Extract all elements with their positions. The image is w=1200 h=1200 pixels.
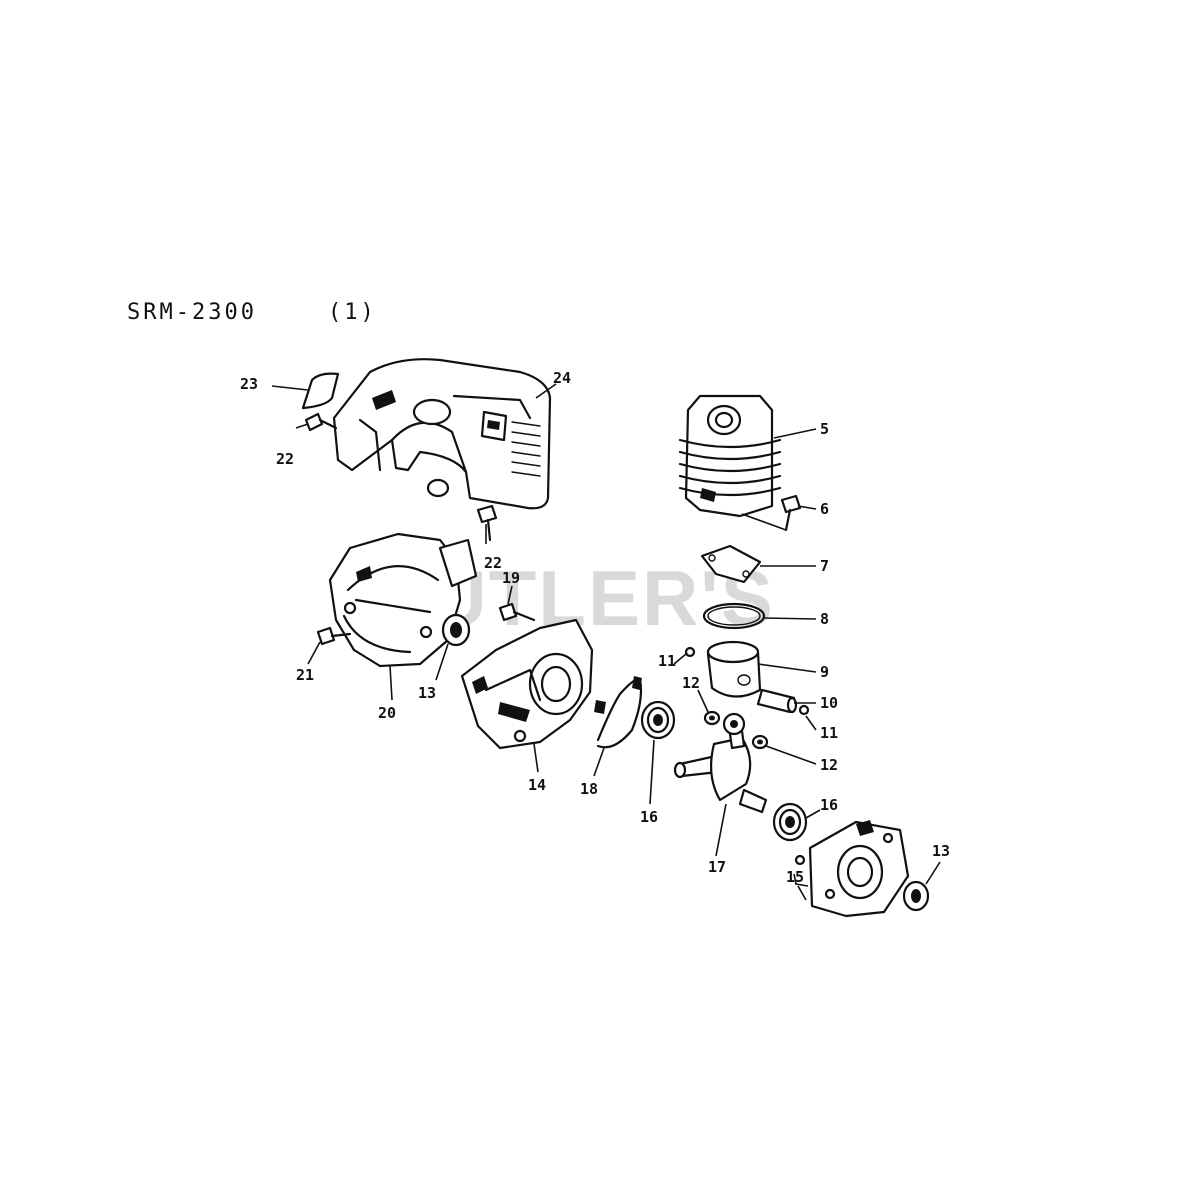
- part-21-screw: [316, 626, 352, 646]
- callout-12-right: 12: [820, 756, 838, 774]
- callout-11-lower: 11: [820, 724, 838, 742]
- page-indicator: (1): [328, 300, 377, 325]
- part-20-fan-housing: [328, 532, 478, 668]
- part-7-gasket: [700, 544, 762, 584]
- callout-8: 8: [820, 610, 829, 628]
- callout-22-lower: 22: [484, 554, 502, 572]
- part-19-screw: [498, 602, 536, 622]
- callout-14: 14: [528, 776, 546, 794]
- part-14-crankcase: [460, 618, 594, 750]
- callout-13-right: 13: [932, 842, 950, 860]
- part-11-clip-upper: [684, 646, 696, 658]
- part-23-plate: [301, 372, 340, 410]
- part-10-piston-pin: [756, 688, 798, 714]
- callout-6: 6: [820, 500, 829, 518]
- leader-lines: [271, 383, 941, 901]
- part-18-gasket: [594, 676, 643, 749]
- part-24-cylinder-cover: [332, 358, 552, 510]
- part-13-oil-seal-left: [441, 613, 471, 647]
- callout-16-left: 16: [640, 808, 658, 826]
- callout-15: 15: [786, 868, 804, 886]
- part-17-crankshaft: [673, 712, 768, 814]
- diagram-title: SRM-2300: [127, 300, 257, 325]
- callout-9: 9: [820, 663, 829, 681]
- callout-20: 20: [378, 704, 396, 722]
- callout-11-upper: 11: [658, 652, 676, 670]
- part-12-needle-bearing-left: [703, 710, 721, 726]
- part-9-piston: [706, 640, 762, 698]
- callout-19: 19: [502, 569, 520, 587]
- part-11-clip-lower: [798, 704, 810, 716]
- callout-5: 5: [820, 420, 829, 438]
- callout-24: 24: [553, 369, 571, 387]
- callout-18: 18: [580, 780, 598, 798]
- part-crankcase-right: [808, 820, 910, 918]
- part-13-oil-seal-right: [902, 880, 930, 912]
- part-22-screw-upper: [304, 412, 338, 432]
- part-6-bolt: [741, 494, 802, 532]
- part-8-piston-ring: [702, 602, 766, 630]
- callout-21: 21: [296, 666, 314, 684]
- callout-labels: 23 24 22 22 5 6 7 8 9 10 11 11 12 12 13 …: [240, 369, 950, 886]
- callout-22-upper: 22: [276, 450, 294, 468]
- callout-12-left: 12: [682, 674, 700, 692]
- part-12-needle-bearing-right: [751, 734, 769, 750]
- callout-23: 23: [240, 375, 258, 393]
- part-16-bearing-right: [772, 802, 808, 842]
- callout-7: 7: [820, 557, 829, 575]
- part-5-cylinder: [678, 394, 782, 518]
- part-16-bearing-left: [640, 700, 676, 740]
- callout-16-right: 16: [820, 796, 838, 814]
- part-15-dowel-pin: [794, 854, 806, 866]
- callout-13-left: 13: [418, 684, 436, 702]
- callout-10: 10: [820, 694, 838, 712]
- callout-17: 17: [708, 858, 726, 876]
- part-22-screw-lower: [476, 504, 498, 542]
